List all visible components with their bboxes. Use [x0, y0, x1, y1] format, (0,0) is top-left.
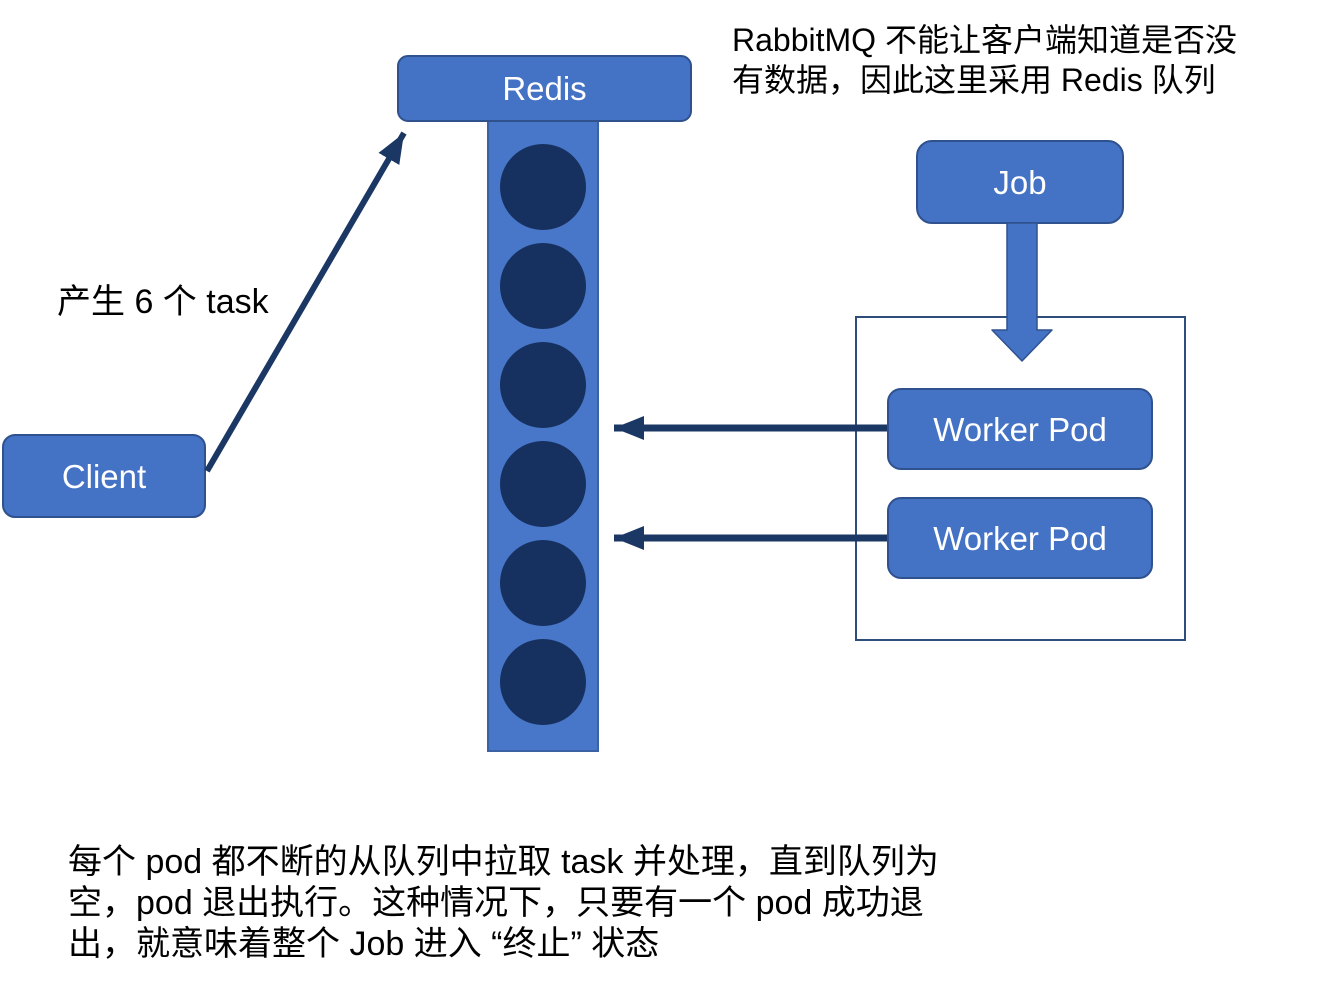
rabbitmq-note-line-2: 有数据，因此这里采用 Redis 队列 [732, 62, 1216, 98]
rabbitmq-note-line-1: RabbitMQ 不能让客户端知道是否没 [732, 22, 1237, 58]
job-node: Job [916, 140, 1124, 224]
pod-behavior-note-line-3: 出，就意味着整个 Job 进入 “终止” 状态 [68, 925, 660, 963]
pod-behavior-note-line-1: 每个 pod 都不断的从队列中拉取 task 并处理，直到队列为 [68, 843, 939, 881]
task-circle [500, 243, 586, 329]
worker-pod-1-label: Worker Pod [933, 410, 1107, 448]
task-circle [500, 540, 586, 626]
task-circle [500, 441, 586, 527]
redis-node: Redis [397, 55, 692, 122]
worker-group-box [855, 316, 1186, 641]
client-node: Client [2, 434, 206, 518]
worker-pod-2-label: Worker Pod [933, 519, 1107, 557]
task-circle [500, 639, 586, 725]
task-circle [500, 342, 586, 428]
job-label: Job [993, 163, 1047, 201]
task-circle [500, 144, 586, 230]
redis-queue-column [487, 120, 599, 752]
redis-label: Redis [502, 70, 587, 107]
pod-behavior-note-line-2: 空，pod 退出执行。这种情况下，只要有一个 pod 成功退 [68, 884, 924, 922]
client-label: Client [61, 457, 147, 495]
worker-pod-2-node: Worker Pod [887, 497, 1153, 579]
produce-task-label: 产生 6 个 task [57, 283, 269, 321]
pod-behavior-note: 每个 pod 都不断的从队列中拉取 task 并处理，直到队列为 空，pod 退… [68, 842, 939, 965]
rabbitmq-note: RabbitMQ 不能让客户端知道是否没 有数据，因此这里采用 Redis 队列 [732, 20, 1237, 100]
worker-pod-1-node: Worker Pod [887, 388, 1153, 470]
